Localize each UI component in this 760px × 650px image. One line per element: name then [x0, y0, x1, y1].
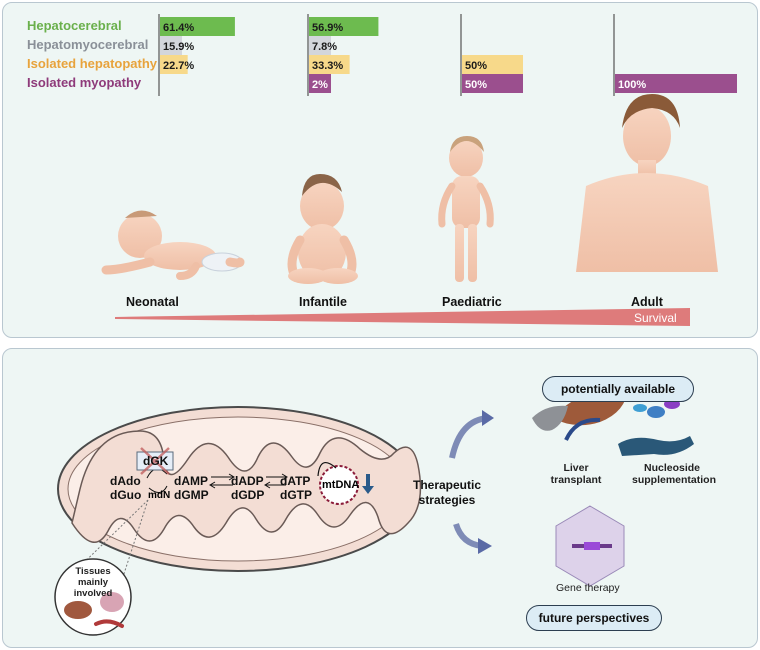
infant-icon	[287, 174, 358, 284]
datp-label: dATP	[280, 474, 311, 488]
bar-label-infantile-1: 7.8%	[312, 41, 337, 53]
stage-paediatric: Paediatric	[442, 295, 502, 309]
bar-neonatal-1	[160, 36, 182, 55]
stage-neonatal: Neonatal	[126, 295, 179, 309]
mdn-label: mdN	[148, 490, 171, 501]
future-pill: future perspectives	[526, 605, 662, 631]
dgk-label: dGK	[143, 454, 169, 468]
top-panel	[2, 2, 758, 338]
tissues-label: Tissues mainly involved	[73, 566, 113, 599]
gene-label: Gene therapy	[556, 582, 620, 594]
available-pill: potentially available	[542, 376, 694, 402]
stage-infantile: Infantile	[299, 295, 347, 309]
neonatal-baby-icon	[101, 210, 245, 280]
bar-infantile-0	[309, 17, 379, 36]
legend-hepatomyocerebral: Hepatomyocerebral	[27, 37, 149, 52]
bar-paediatric-3	[462, 74, 523, 93]
child-icon	[438, 136, 494, 282]
adult-icon	[576, 94, 718, 272]
therapy-title: Therapeutic strategies	[412, 478, 481, 507]
bar-charts: 61.4% 15.9% 22.7% 56.9% 7.8% 33.3% 2% 50% 50% 100…	[158, 14, 737, 96]
mtdna-label: mtDNA	[322, 479, 360, 491]
bar-label-infantile-0: 56.9%	[312, 22, 343, 34]
bar-paediatric-2	[462, 55, 523, 74]
survival-label: Survival	[634, 311, 677, 325]
legend-hepatocerebral: Hepatocerebral	[27, 18, 122, 33]
people-illustrations	[101, 94, 718, 284]
bar-label-infantile-2: 33.3%	[312, 60, 343, 72]
bar-label-neonatal-2: 22.7%	[163, 60, 194, 72]
stage-adult: Adult	[631, 295, 663, 309]
nucleoside-label: Nucleoside supplementation	[632, 462, 717, 486]
damp-label: dAMP	[174, 474, 208, 488]
dguo-label: dGuo	[110, 488, 142, 502]
bar-infantile-3	[309, 74, 331, 93]
bar-label-adult-3: 100%	[618, 79, 646, 91]
bar-neonatal-2	[160, 55, 188, 74]
bar-infantile-2	[309, 55, 350, 74]
bar-infantile-1	[309, 36, 331, 55]
dado-label: dAdo	[110, 474, 141, 488]
dadp-label: dADP	[231, 474, 264, 488]
bar-label-neonatal-1: 15.9%	[163, 41, 194, 53]
bar-label-paediatric-2: 50%	[465, 60, 487, 72]
survival-wedge	[115, 308, 690, 326]
bar-neonatal-0	[160, 17, 235, 36]
liver-label: Liver transplant	[550, 462, 602, 486]
bar-label-infantile-3: 2%	[312, 79, 328, 91]
bar-label-paediatric-3: 50%	[465, 79, 487, 91]
bar-label-neonatal-0: 61.4%	[163, 22, 194, 34]
bar-adult-3	[615, 74, 737, 93]
legend-isolated-myopathy: Isolated myopathy	[27, 75, 142, 90]
dgmp-label: dGMP	[174, 488, 209, 502]
legend-isolated-hepatopathy: Isolated hepatopathy	[27, 56, 158, 71]
dgdp-label: dGDP	[231, 488, 265, 502]
dgtp-label: dGTP	[280, 488, 312, 502]
